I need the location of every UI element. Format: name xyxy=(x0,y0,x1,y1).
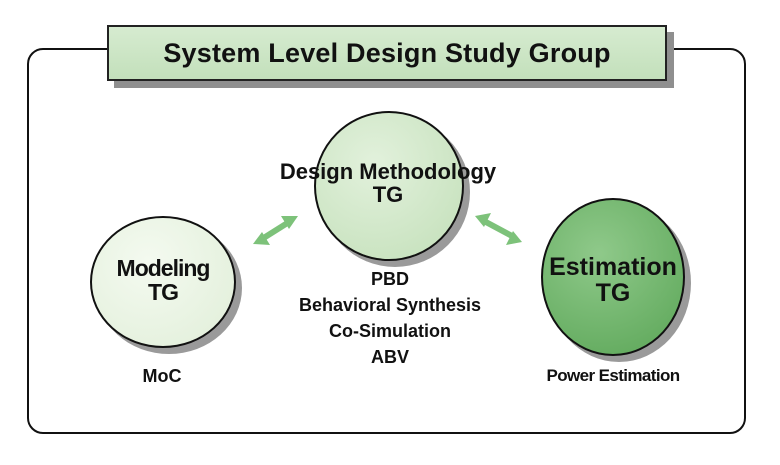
estimation-items: Power Estimation xyxy=(525,366,701,386)
design-item: Co-Simulation xyxy=(329,321,451,341)
design-methodology-label: Design Methodology TG xyxy=(258,160,518,206)
design-methodology-items: PBD Behavioral Synthesis Co-Simulation A… xyxy=(250,266,530,370)
modeling-label: Modeling TG xyxy=(90,256,236,304)
diagram-title: System Level Design Study Group xyxy=(163,37,611,68)
design-methodology-tag: TG xyxy=(372,182,404,208)
estimation-name: Estimation xyxy=(549,253,677,281)
design-item: Behavioral Synthesis xyxy=(298,295,482,315)
modeling-name: Modeling xyxy=(116,255,211,281)
modeling-tag: TG xyxy=(148,279,179,306)
arrow-modeling-design xyxy=(253,216,298,245)
modeling-items: MoC xyxy=(100,366,224,387)
arrow-design-estimation xyxy=(475,213,522,245)
modeling-item: MoC xyxy=(142,366,182,386)
design-methodology-circle xyxy=(314,111,464,261)
estimation-circle xyxy=(541,198,685,356)
estimation-label: Estimation TG xyxy=(530,254,696,307)
title-box: System Level Design Study Group xyxy=(107,25,667,81)
modeling-circle xyxy=(90,216,236,348)
estimation-item: Power Estimation xyxy=(546,366,680,385)
estimation-tag: TG xyxy=(595,279,631,308)
design-methodology-name: Design Methodology xyxy=(279,159,497,184)
design-item: ABV xyxy=(370,347,409,367)
design-item: PBD xyxy=(370,269,409,289)
